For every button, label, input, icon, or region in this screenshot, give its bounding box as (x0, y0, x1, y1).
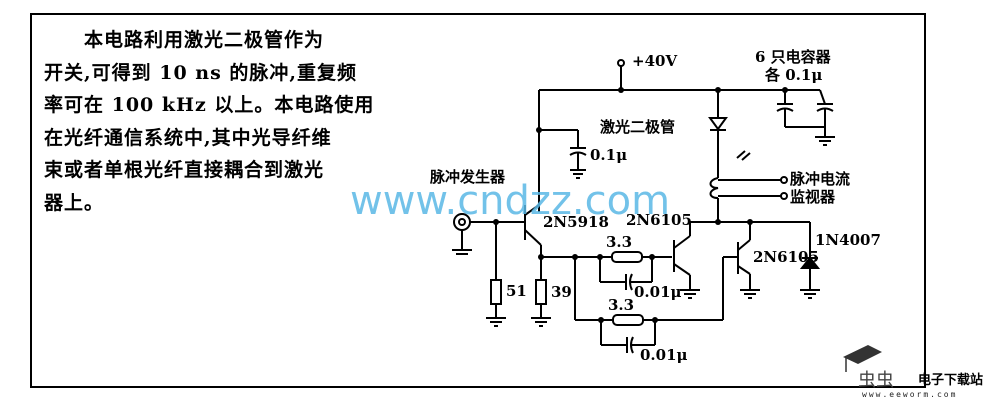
description-text: 本电路利用激光二极管作为 开关,可得到 10 ns 的脉冲,重复频 率可在 10… (44, 24, 384, 219)
r2-label: 39 (551, 283, 572, 301)
q1-label: 2N5918 (543, 213, 609, 231)
description-line: 率可在 100 kHz 以上。本电路使用 (44, 94, 375, 116)
r4-label: 3.3 (608, 296, 634, 314)
diode-1n4007 (799, 222, 821, 299)
resistor-3-3-upper (599, 251, 672, 291)
c3-label: 0.01μ (634, 283, 682, 301)
caps-note-2: 各 0.1μ (764, 66, 822, 84)
q2-label: 2N6105 (626, 211, 692, 229)
laser-diode-symbol (708, 90, 751, 222)
transistor-q3 (737, 222, 760, 299)
figure-frame (30, 13, 926, 388)
diode-label: 1N4007 (815, 231, 881, 249)
capacitor-bank-symbol (776, 89, 835, 146)
caps-note-1: 6 只电容器 (755, 48, 832, 66)
description-line: 器上。 (44, 191, 105, 214)
eeworm-logo-icon: 虫虫 (843, 345, 894, 391)
r3-label: 3.3 (606, 233, 632, 251)
bypass-capacitor-symbol (538, 90, 587, 212)
resistor-51 (486, 222, 506, 327)
description-line: 本电路利用激光二极管作为 (44, 29, 325, 51)
logo-title: 电子下载站 (918, 373, 984, 388)
description-line: 在光纤通信系统中,其中光导纤维 (44, 126, 332, 149)
monitor-terminals (718, 176, 788, 200)
q3-label: 2N6105 (753, 248, 819, 266)
supply-label: +40V (632, 52, 677, 70)
monitor-label-1: 脉冲电流 (789, 170, 850, 188)
monitor-label-2: 监视器 (790, 188, 836, 206)
supply-terminal (617, 59, 625, 90)
pulse-generator-label: 脉冲发生器 (429, 168, 506, 186)
resistor-3-3-lower (600, 256, 737, 354)
c4-label: 0.01μ (640, 346, 688, 364)
laser-diode-label: 激光二极管 (600, 118, 675, 136)
bypass-cap-label: 0.1μ (590, 146, 627, 164)
description-line: 束或者单根光纤直接耦合到激光 (44, 159, 325, 181)
transistor-q1 (524, 204, 542, 257)
description-line: 开关,可得到 10 ns 的脉冲,重复频 (44, 61, 358, 84)
svg-text:虫虫: 虫虫 (858, 370, 894, 391)
watermark: www.cndzz.com (350, 178, 670, 224)
logo-url: www.eeworm.com (862, 390, 958, 399)
r1-label: 51 (506, 282, 527, 300)
resistor-39 (531, 257, 551, 327)
